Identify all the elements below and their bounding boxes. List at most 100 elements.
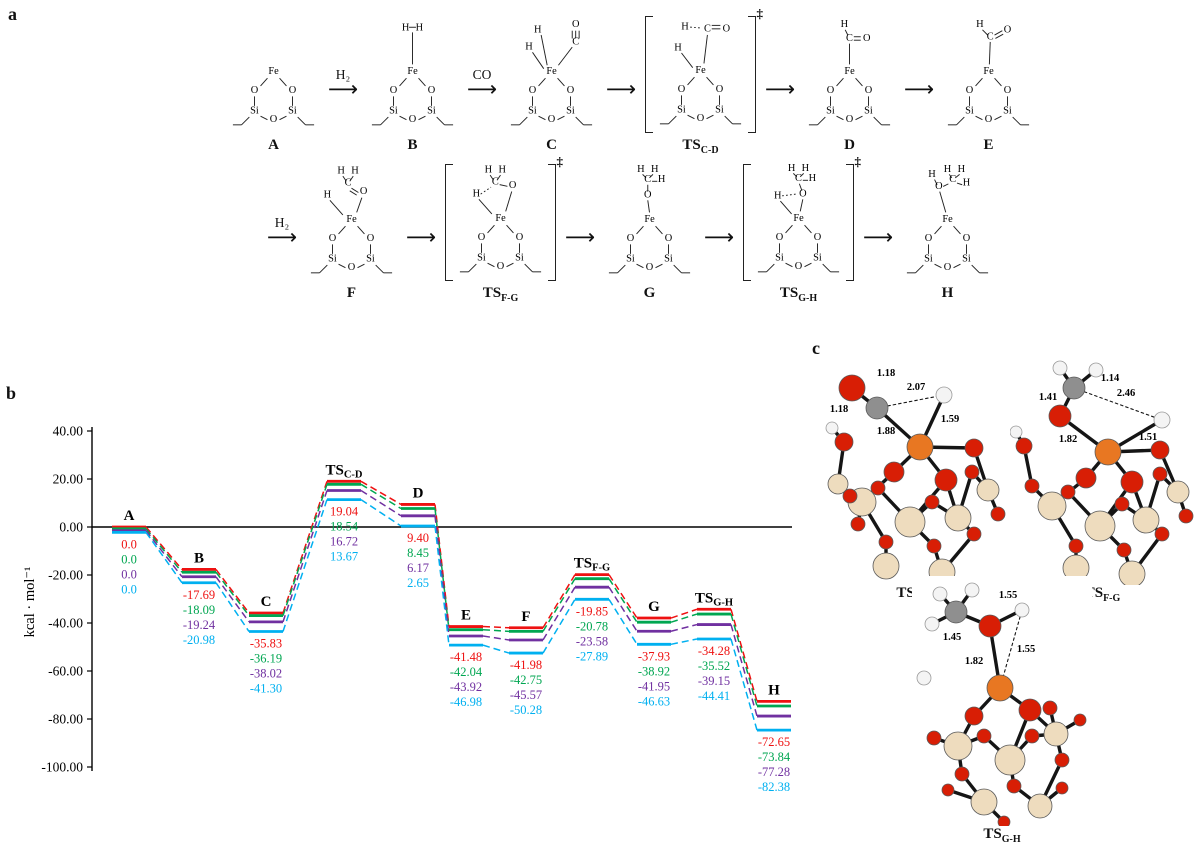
energy-connector [608, 578, 638, 623]
bond [357, 225, 365, 235]
si-atom [1027, 793, 1053, 819]
reaction-arrow: ⟶ [399, 215, 443, 249]
reaction-arrow: ⟶ [856, 215, 900, 247]
energy-value: -35.83 [250, 637, 282, 651]
o-atom [1150, 440, 1170, 460]
o-atom [964, 438, 984, 458]
h-atom [825, 421, 839, 435]
energy-value: -34.28 [698, 644, 730, 658]
energy-value: -46.98 [450, 695, 482, 709]
species-label: F [346, 285, 357, 301]
bond [934, 179, 938, 185]
energy-connector [360, 498, 402, 527]
molecule-label-main: TS [896, 585, 915, 601]
energy-value: -36.19 [250, 652, 282, 666]
energy-connector [145, 526, 183, 570]
c-atom [944, 600, 968, 624]
bond [780, 200, 792, 215]
bond [1012, 116, 1021, 126]
bond [954, 174, 960, 179]
atom-label: H [928, 169, 936, 180]
bond [418, 77, 426, 87]
atom-label: Fe [695, 65, 706, 76]
atom-label: Si [813, 253, 822, 264]
o-atom [834, 432, 854, 452]
energy-value: 6.17 [407, 561, 429, 575]
o-atom [1006, 778, 1022, 794]
energy-value: -23.58 [576, 634, 608, 648]
energy-connector [730, 613, 758, 707]
atom-label: H [958, 164, 966, 175]
bond [994, 115, 1002, 121]
atom-label: Si [389, 106, 398, 117]
atom-label: H [337, 166, 345, 177]
o-atom [1015, 437, 1033, 455]
bond [356, 197, 363, 213]
atom-label: O [360, 186, 368, 197]
atom-label: H [802, 163, 810, 174]
o-atom [954, 766, 970, 782]
energy-connector [215, 569, 250, 614]
atom-label: O [827, 85, 835, 96]
atom-label: O [509, 180, 517, 191]
reaction-arrow: H₂⟶ [321, 66, 365, 100]
o-atom [883, 461, 905, 483]
atom-label: Fe [844, 66, 855, 77]
atom-label: Fe [407, 66, 418, 77]
atom-label: Si [528, 106, 537, 117]
state-label: TSF-G [574, 556, 610, 574]
reagent-label: CO [472, 66, 492, 82]
si-atom [994, 744, 1026, 776]
o-atom [1178, 508, 1194, 524]
state-label: D [413, 485, 424, 501]
atom-label: Fe [346, 214, 357, 225]
arrow-icon: ⟶ [903, 76, 935, 101]
bond [478, 198, 493, 215]
energy-connector [482, 625, 510, 629]
state-label: F [521, 609, 530, 625]
bond [532, 52, 545, 69]
arrow-icon: ⟶ [405, 224, 437, 249]
bond [319, 264, 328, 274]
distance-label: 2.07 [907, 382, 925, 393]
atom-label: C [644, 174, 651, 185]
fe-atom [906, 433, 934, 461]
energy-connector [282, 481, 328, 614]
atom-label: Si [427, 106, 436, 117]
bond [349, 190, 357, 196]
distance-label: 1.82 [965, 656, 983, 667]
energy-value: 13.67 [330, 550, 358, 564]
energy-connector [730, 609, 758, 702]
bond [655, 263, 663, 269]
molecule-label-sub: F-G [1103, 593, 1121, 604]
o-atom [1120, 470, 1144, 494]
atom-label: O [985, 114, 993, 125]
atom-label: C [345, 178, 352, 189]
reagent-label: H₂ [335, 66, 351, 82]
o-atom [878, 534, 894, 550]
energy-value: -82.38 [758, 780, 790, 794]
energy-connector [542, 574, 576, 629]
bond [505, 191, 513, 212]
y-tick-label: 40.00 [53, 424, 84, 439]
atom-label: O [963, 233, 971, 244]
molecule-label-ts-gh: TSG-H [912, 826, 1092, 845]
o-atom [978, 614, 1002, 638]
molecule-label-sub: G-H [1001, 834, 1021, 845]
si-atom [1037, 491, 1067, 521]
energy-value: -73.84 [758, 750, 791, 764]
o-atom [870, 480, 886, 496]
atom-label: Si [250, 106, 259, 117]
energy-connector [360, 489, 402, 517]
atom-label: O [925, 233, 933, 244]
bond [260, 115, 268, 121]
double-dagger: ‡ [854, 154, 862, 169]
o-atom [1154, 526, 1170, 542]
atom-label: H [534, 24, 542, 35]
